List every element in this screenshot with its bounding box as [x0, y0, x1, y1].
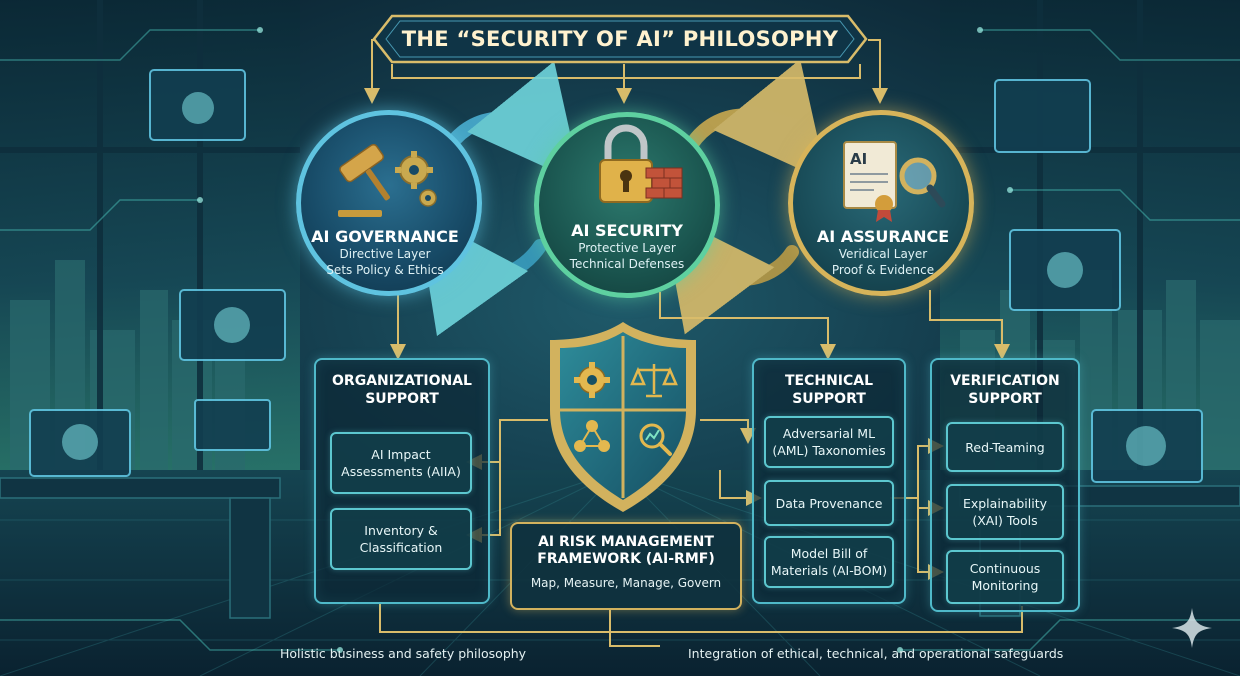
governance-line2: Sets Policy & Ethics [326, 263, 444, 277]
aiia-box: AI Impact Assessments (AIIA) [330, 432, 472, 494]
verification-heading: VERIFICATION SUPPORT [950, 373, 1060, 407]
ai-rmf-box: AI RISK MANAGEMENT FRAMEWORK (AI-RMF) Ma… [510, 522, 742, 610]
red-teaming-box: Red-Teaming [946, 422, 1064, 472]
governance-text: AI GOVERNANCE Directive Layer Sets Polic… [290, 228, 480, 278]
banner-frame [372, 14, 868, 64]
organizational-support-panel: ORGANIZATIONAL SUPPORT AI Impact Assessm… [314, 358, 490, 604]
shield-quadrant-icon [550, 322, 696, 512]
technical-support-panel: TECHNICAL SUPPORT Adversarial ML (AML) T… [752, 358, 906, 604]
continuous-monitoring-box: Continuous Monitoring [946, 550, 1064, 604]
security-pillar-circle [534, 112, 720, 298]
aml-taxonomies-box: Adversarial ML (AML) Taxonomies [764, 416, 894, 468]
padlock-firewall-icon [599, 124, 683, 203]
security-title: AI SECURITY [571, 221, 683, 240]
title-banner: THE “SECURITY OF AI” PHILOSOPHY [372, 14, 868, 64]
xai-tools-box: Explainability (XAI) Tools [946, 484, 1064, 540]
certificate-magnifier-icon: AI [843, 141, 946, 222]
governance-title: AI GOVERNANCE [311, 227, 459, 246]
technical-heading: TECHNICAL SUPPORT [784, 373, 874, 407]
verification-support-panel: VERIFICATION SUPPORT Red-Teaming Explain… [930, 358, 1080, 612]
governance-line1: Directive Layer [339, 247, 431, 261]
security-line1: Protective Layer [578, 241, 676, 255]
assurance-title: AI ASSURANCE [816, 227, 950, 246]
security-text: AI SECURITY Protective Layer Technical D… [532, 222, 722, 272]
svg-text:AI: AI [850, 150, 867, 168]
rmf-title: AI RISK MANAGEMENT FRAMEWORK (AI-RMF) [537, 534, 715, 567]
ai-bom-box: Model Bill of Materials (AI-BOM) [764, 536, 894, 588]
rmf-subtitle: Map, Measure, Manage, Govern [530, 576, 722, 590]
footer-left-text: Holistic business and safety philosophy [280, 646, 527, 661]
security-line2: Technical Defenses [569, 257, 685, 271]
data-provenance-box: Data Provenance [764, 480, 894, 526]
assurance-line1: Veridical Layer [838, 247, 928, 261]
governance-pillar-circle [296, 110, 482, 296]
inventory-box: Inventory & Classification [330, 508, 472, 570]
organizational-heading: ORGANIZATIONAL SUPPORT [332, 373, 472, 407]
assurance-line2: Proof & Evidence [831, 263, 935, 277]
assurance-text: AI ASSURANCE Veridical Layer Proof & Evi… [788, 228, 978, 278]
footer-right-text: Integration of ethical, technical, and o… [688, 646, 1064, 661]
gavel-gear-icon [338, 143, 437, 217]
page-title: THE “SECURITY OF AI” PHILOSOPHY [401, 27, 839, 51]
sparkle-icon [1172, 608, 1212, 648]
